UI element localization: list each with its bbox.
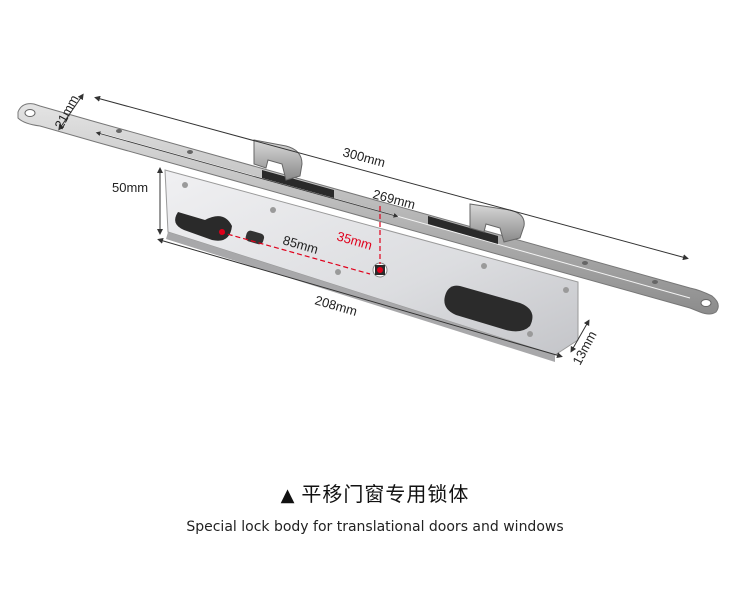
screw-6 [527, 331, 533, 337]
screw-1 [182, 182, 188, 188]
dimension-lines [58, 93, 689, 359]
bar-hole-1 [116, 129, 122, 133]
lock-body-product-figure: 300mm 269mm 208mm 50mm 85mm 35mm 21mm 13… [17, 92, 719, 367]
bar-hole-4 [652, 280, 658, 284]
dim-body-height: 50mm [112, 180, 148, 195]
caption-subtitle: Special lock body for translational door… [186, 519, 564, 535]
red-dot-keyhole [219, 229, 225, 235]
caption-title-text: 平移门窗专用锁体 [301, 482, 470, 506]
red-dot-center [377, 267, 383, 273]
red-dimension-lines [219, 206, 381, 275]
screw-4 [481, 263, 487, 269]
end-hole-right [700, 299, 712, 307]
screw-3 [335, 269, 341, 275]
bar-hole-3 [582, 261, 588, 265]
end-hole-left [24, 109, 36, 117]
caption-title: ▲平移门窗专用锁体 [0, 478, 750, 507]
triangle-marker: ▲ [280, 485, 296, 506]
screw-5 [563, 287, 569, 293]
bar-hole-2 [187, 150, 193, 154]
screw-2 [270, 207, 276, 213]
